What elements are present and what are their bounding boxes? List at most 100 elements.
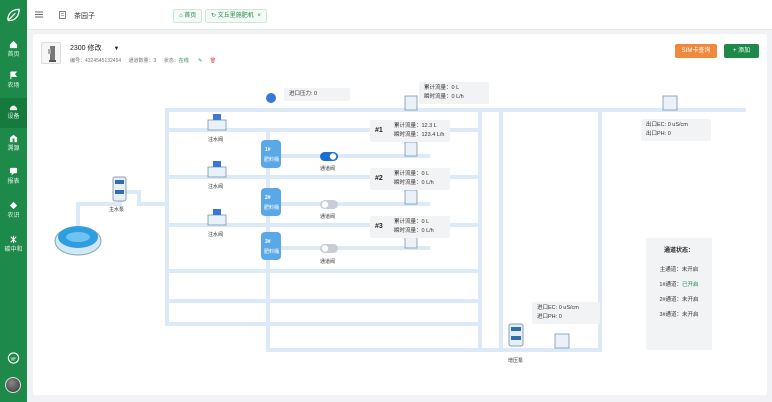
device-status-label: 状态： [163, 58, 179, 64]
main-pump-label: 主水泵 [109, 207, 125, 213]
status-channel-2: 2#通道：未开启 [659, 297, 699, 303]
plus-icon: + [732, 48, 739, 54]
sidebar-item-label: 设备 [7, 114, 20, 120]
report-icon [9, 167, 18, 176]
farm-select-value: 茶园子 [74, 13, 95, 20]
chat-icon[interactable] [7, 352, 20, 365]
carbon-icon [10, 235, 17, 244]
channel-status-panel: 通道状态： 主通道：未开启 1#通道：已开启 2#通道：未开启 3#通道：未开启 [646, 238, 712, 350]
channel-valve-1-label: 通道阀 [320, 166, 336, 172]
caret-down-icon[interactable]: ▼ [113, 46, 120, 52]
menu-toggle-icon[interactable] [35, 11, 43, 18]
water-tank-icon [54, 226, 102, 256]
status-main-channel: 主通道：未开启 [659, 267, 699, 273]
sidebar-item-home[interactable]: 首页 [0, 36, 27, 66]
device-icon [9, 105, 18, 111]
sidebar-item-label: 报表 [7, 179, 20, 185]
device-thumbnail [41, 42, 61, 64]
leaf-logo-icon [7, 8, 20, 22]
sidebar-item-carbon[interactable]: 碳中和 [0, 231, 27, 261]
edit-icon[interactable]: ✎ [198, 58, 203, 64]
channel-2-total: 累计流量：0 L [394, 171, 430, 177]
main-flow-total: 累计流量：0 L [424, 85, 460, 91]
inlet-pressure-box: 进口压力: 0 [284, 88, 350, 101]
delete-icon[interactable]: 🗑 [209, 58, 217, 64]
tank-1-sub: 肥料桶 [264, 157, 280, 163]
inject-valve-1-label: 注水阀 [208, 137, 224, 143]
tank-3-sub: 肥料桶 [264, 249, 280, 255]
channel-valve-icons [320, 152, 338, 253]
status-channel-1-label: 1#通道： [659, 282, 683, 288]
tank-3-label: 3# [265, 239, 271, 245]
inlet-ec: 进口EC: 0 uS/cm [537, 305, 579, 311]
channel-1-number: #1 [375, 127, 383, 134]
tab-label: 文丘里施肥机 [217, 13, 254, 19]
tank-2-label: 2# [265, 195, 271, 201]
topbar: 茶园子 ⌂ 首页 ↻ 文丘里施肥机 × [27, 0, 772, 30]
outlet-ph: 出口PH: 0 [646, 131, 671, 137]
device-image-icon [48, 46, 56, 62]
main-flow-box: 累计流量：0 L 瞬时流量：0 L/h [419, 82, 489, 104]
avatar[interactable] [5, 377, 21, 393]
refresh-icon: ↻ [211, 13, 218, 19]
inlet-pressure-text: 进口压力: 0 [289, 91, 318, 97]
sidebar-item-label: 溯源 [7, 146, 20, 152]
tab-venturi-fertilizer[interactable]: ↻ 文丘里施肥机 × [205, 9, 267, 23]
status-channel-3: 3#通道：未开启 [659, 312, 699, 318]
channel-1-instant: 瞬时流量：123.4 L/h [394, 132, 445, 138]
main-content: 2300 修改 ▼ 编号：4324545132454 通道数量：3 状态：在线 … [33, 34, 767, 395]
sidebar-item-label: 碳中和 [4, 247, 23, 253]
inject-valve-2-label: 注水阀 [208, 184, 224, 190]
farm-select[interactable]: 茶园子 [57, 8, 181, 23]
building-icon [59, 11, 66, 19]
sidebar-item-knowledge[interactable]: 农识 [0, 197, 27, 227]
device-name[interactable]: 2300 修改 ▼ [70, 43, 119, 53]
status-panel-title: 通道状态： [663, 248, 694, 254]
sidebar-item-farm[interactable]: 农场 [0, 67, 27, 97]
channel-1-flow-box: 累计流量：12.3 L 瞬时流量：123.4 L/h [370, 120, 450, 142]
close-icon[interactable]: × [257, 13, 261, 19]
booster-pump-icon [508, 323, 524, 347]
main-flow-instant: 瞬时流量：0 L/h [424, 94, 464, 100]
flow-meter-icons [404, 95, 678, 349]
sidebar-item-trace[interactable]: 溯源 [0, 130, 27, 160]
channel-1-total: 累计流量：12.3 L [394, 123, 437, 129]
device-channel-count: 通道数量：3 [128, 58, 157, 64]
device-status-value: 在线 [178, 58, 189, 64]
inlet-ph: 进口PH: 0 [537, 314, 562, 320]
tank-1-label: 1# [265, 147, 271, 153]
flag-icon [10, 71, 18, 80]
inlet-sensor-box: 进口EC: 0 uS/cm 进口PH: 0 [532, 302, 600, 324]
channel-valve-2-label: 通道阀 [320, 214, 336, 220]
status-channel-1: 1#通道：已开启 [646, 280, 712, 288]
channel-2-instant: 瞬时流量：0 L/h [394, 180, 434, 186]
add-button[interactable]: + 添加 [724, 44, 759, 58]
tab-home[interactable]: ⌂ 首页 [173, 9, 203, 23]
channel-3-number: #3 [375, 223, 383, 230]
outlet-sensor-box: 出口EC: 0 uS/cm 出口PH: 0 [641, 119, 711, 141]
channel-3-total: 累计流量：0 L [394, 219, 430, 225]
device-meta: 编号：4324545132454 通道数量：3 状态：在线 ✎ 🗑 [70, 57, 216, 64]
sim-query-button[interactable]: SIM卡查询 [675, 44, 717, 58]
tab-label: 首页 [184, 13, 197, 19]
tank-2-sub: 肥料桶 [264, 205, 280, 211]
fertilizer-tank-icons [261, 140, 281, 260]
add-button-label: 添加 [738, 48, 751, 54]
status-channel-1-value: 已开启 [682, 282, 699, 288]
sidebar-item-device[interactable]: 设备 [0, 98, 27, 128]
pressure-gauge-icon [266, 93, 276, 103]
channel-3-flow-box: 累计流量：0 L 瞬时流量：0 L/h [370, 216, 450, 238]
trace-icon [9, 134, 18, 143]
sidebar-item-report[interactable]: 报表 [0, 163, 27, 193]
outlet-ec: 出口EC: 0 uS/cm [646, 122, 688, 128]
device-name-text: 2300 修改 [70, 45, 102, 52]
sidebar-item-label: 农场 [7, 83, 20, 89]
booster-pump-label: 增压泵 [508, 358, 524, 364]
device-serial: 编号：4324545132454 [70, 58, 122, 64]
inject-valve-icons [207, 114, 227, 226]
sidebar-item-label: 农识 [7, 213, 20, 219]
inject-valve-3-label: 注水阀 [208, 232, 224, 238]
knowledge-icon [9, 201, 18, 210]
channel-2-number: #2 [375, 175, 383, 182]
channel-valve-3-label: 通道阀 [320, 259, 336, 265]
